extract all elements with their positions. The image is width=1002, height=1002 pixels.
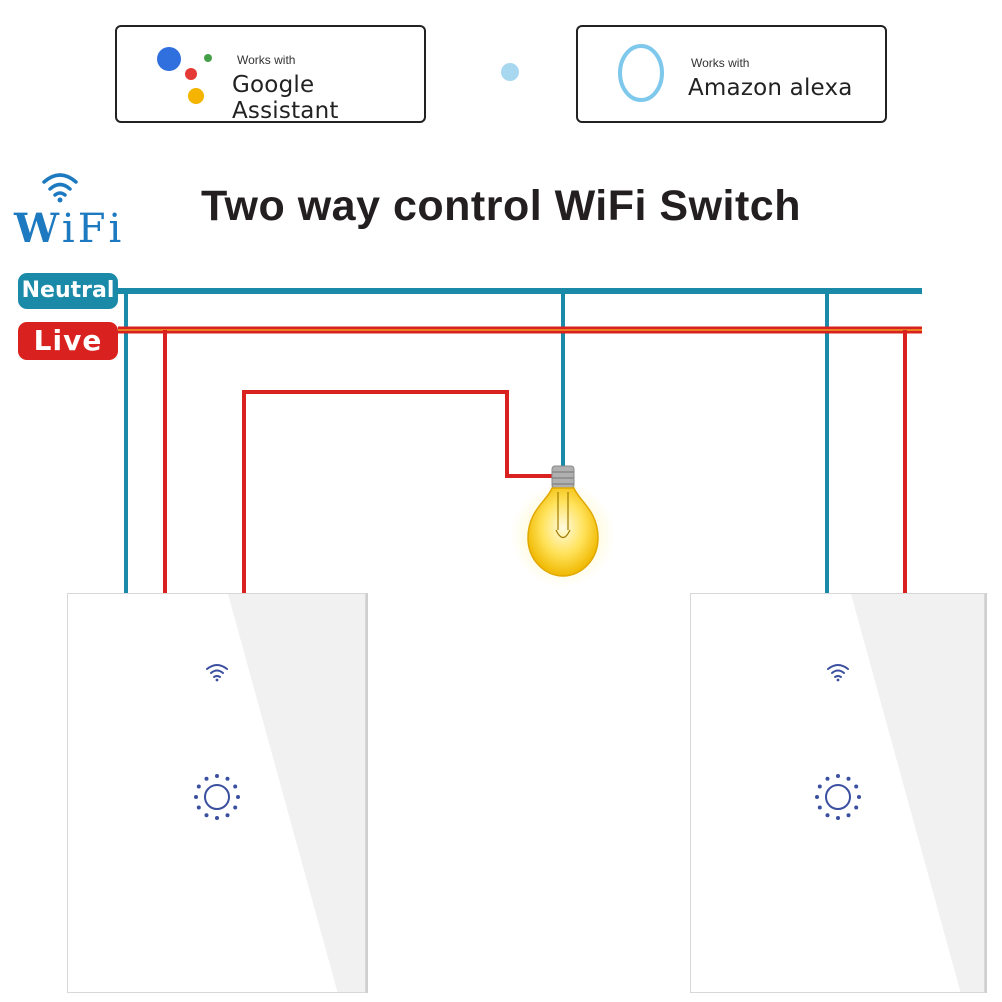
wifi-logo: WiFi [14, 205, 124, 252]
wifi-logo-w: W [14, 205, 62, 252]
wifi-logo-rest: iFi [61, 206, 125, 252]
amazon-alexa-label: Amazon alexa [688, 75, 853, 101]
decorative-dot [501, 63, 519, 81]
alexa-works-with: Works with [691, 56, 750, 70]
touch-button-icon[interactable] [190, 770, 244, 824]
switch-panel-left [67, 593, 366, 993]
neutral-label: Neutral [18, 273, 118, 309]
switch-panel-right [690, 593, 985, 993]
alexa-ring-icon [618, 44, 664, 102]
wifi-logo-icon [42, 173, 78, 203]
wifi-icon [827, 664, 849, 682]
live-label: Live [18, 322, 118, 360]
wifi-icon [206, 664, 228, 682]
light-bulb-icon [511, 465, 615, 587]
switched-live-wire [242, 390, 555, 594]
google-works-with: Works with [237, 53, 296, 67]
google-assistant-icon [157, 47, 212, 104]
amazon-alexa-badge: Works with Amazon alexa [576, 25, 887, 123]
page-title: Two way control WiFi Switch [200, 182, 801, 230]
google-assistant-label: Google Assistant [232, 72, 339, 124]
touch-button-icon[interactable] [811, 770, 865, 824]
google-assistant-badge: Works with Google Assistant [115, 25, 426, 124]
